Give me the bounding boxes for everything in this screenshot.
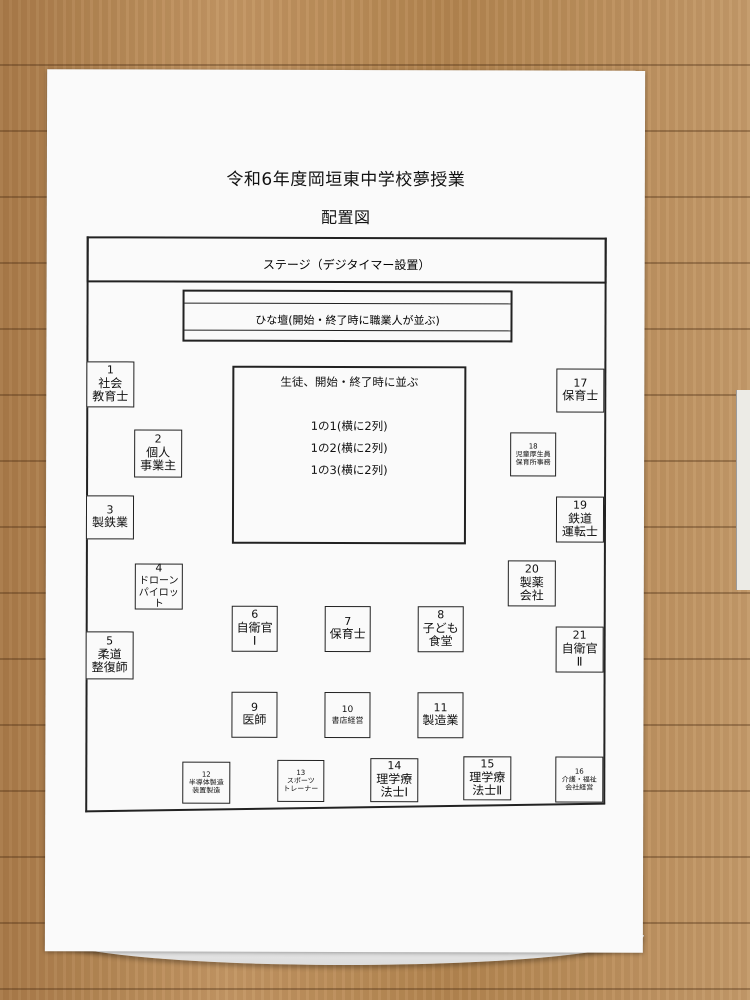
booth-number: 14 (387, 758, 402, 773)
booth-7: 7 保育士 (324, 605, 371, 653)
booth-number: 16 (574, 767, 584, 776)
layout-poster: 令和6年度岡垣東中学校夢授業 配置図 ステージ（デジタイマー設置） ひな壇(開始… (44, 69, 646, 953)
booth-label: 保育士 (562, 388, 599, 404)
booth-5: 5 柔道 整復師 (85, 631, 134, 680)
booth-21: 21 自衛官 Ⅱ (555, 626, 604, 673)
hinadan-label: ひな壇(開始・終了時に職業人が並ぶ) (255, 313, 440, 328)
students-row: 1の1(横に2列) (310, 418, 388, 434)
booth-1: 1 社会 教育士 (86, 361, 135, 408)
booth-number: 2 (154, 432, 162, 446)
booth-17: 17 保育士 (556, 368, 605, 413)
booth-label: 鉄道 運転士 (561, 511, 598, 539)
booth-11: 11 製造業 (417, 692, 464, 739)
booth-9: 9 医師 (231, 691, 278, 738)
booth-label: 製造業 (422, 713, 459, 728)
booth-10: 10 書店経営 (324, 691, 371, 739)
booth-12: 12 半導体製造 装置製造 (182, 761, 231, 804)
students-area: 生徒、開始・終了時に並ぶ 1の1(横に2列) 1の2(横に2列) 1の3(横に2… (231, 365, 467, 545)
booth-14: 14 理学療 法士Ⅰ (370, 758, 419, 803)
hall-bottom-wall (85, 802, 606, 813)
booth-number: 12 (201, 770, 211, 779)
booth-19: 19 鉄道 運転士 (555, 496, 605, 543)
booth-6: 6 自衛官 Ⅰ (231, 605, 278, 652)
booth-number: 18 (528, 442, 538, 451)
booth-label: 製鉄業 (91, 515, 128, 530)
booth-8: 8 子ども 食堂 (417, 606, 464, 653)
booth-label: 児童厚生員 保育所事務 (515, 450, 551, 467)
booth-2: 2 個人 事業主 (134, 429, 183, 478)
students-heading: 生徒、開始・終了時に並ぶ (280, 374, 419, 390)
booth-number: 20 (524, 562, 539, 576)
booth-label: 個人 事業主 (140, 444, 177, 473)
students-row: 1の2(横に2列) (310, 440, 388, 456)
booth-number: 21 (572, 628, 587, 642)
booth-label: 柔道 整復師 (91, 646, 128, 675)
booth-label: 自衛官 Ⅱ (561, 641, 598, 669)
booth-15: 15 理学療 法士Ⅱ (463, 756, 512, 801)
booth-label: 理学療 法士Ⅰ (376, 771, 413, 800)
booth-number: 15 (480, 757, 495, 771)
wall-paper-strip (736, 390, 750, 590)
booth-20: 20 製薬 会社 (507, 560, 556, 607)
booth-16: 16 介護・福祉 会社経営 (555, 756, 604, 803)
booth-label: 書店経営 (331, 715, 364, 725)
booth-label: 医師 (242, 713, 267, 728)
booth-3: 3 製鉄業 (85, 495, 135, 540)
booth-label: 子ども 食堂 (422, 620, 459, 649)
booth-number: 19 (572, 498, 588, 512)
booth-label: ドローン パイロット (138, 575, 179, 610)
booth-label: 自衛官 Ⅰ (236, 620, 273, 649)
booth-4: 4 ドローン パイロット (134, 561, 183, 610)
hinadan-step-line (184, 302, 511, 305)
booth-label: 理学療 法士Ⅱ (469, 769, 506, 798)
booth-number: 6 (251, 607, 259, 621)
booth-18: 18 児童厚生員 保育所事務 (510, 432, 557, 477)
booth-number: 1 (106, 363, 114, 377)
booth-label: スポーツ トレーナー (283, 776, 319, 793)
booth-13: 13 スポーツ トレーナー (277, 759, 325, 802)
students-row: 1の3(横に2列) (310, 462, 388, 478)
booth-label: 社会 教育士 (92, 375, 129, 404)
booth-label: 製薬 会社 (519, 574, 544, 603)
booth-label: 半導体製造 装置製造 (188, 778, 224, 795)
booth-number: 4 (155, 561, 163, 575)
hinadan-step-line (184, 329, 511, 332)
booth-number: 10 (341, 705, 354, 716)
booth-number: 13 (296, 768, 306, 777)
booth-label: 保育士 (329, 627, 366, 642)
booth-label: 介護・福祉 会社経営 (561, 775, 597, 792)
hinadan-box: ひな壇(開始・終了時に職業人が並ぶ) (182, 289, 513, 343)
booth-number: 8 (437, 608, 445, 622)
booth-number: 5 (106, 634, 114, 648)
